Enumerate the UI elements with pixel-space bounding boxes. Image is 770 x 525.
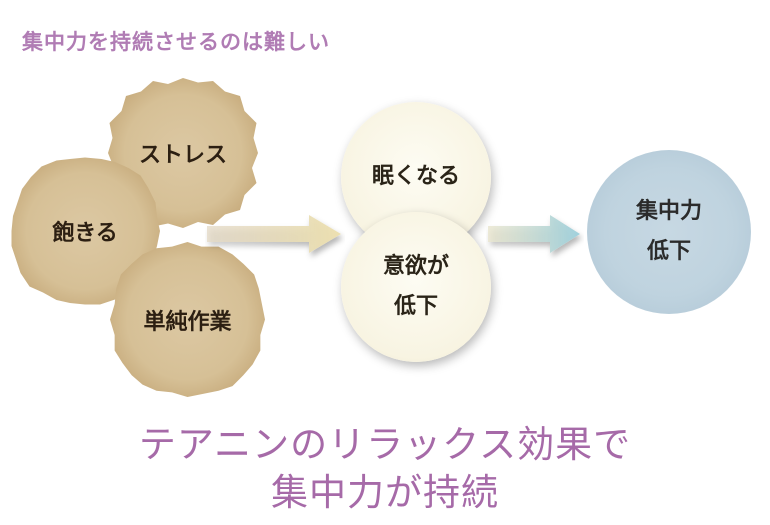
conclusion-line2: 集中力が持続 — [271, 471, 499, 514]
result-circle: 集中力 低下 — [587, 150, 751, 314]
effect-circle-iyoku: 意欲が 低下 — [341, 212, 491, 362]
cause-label-akiru: 飽きる — [52, 221, 118, 246]
conclusion-line1: テアニンのリラックス効果で — [138, 423, 632, 466]
effect-label-nemu: 眠くなる — [371, 164, 460, 190]
cause-label-tanjun: 単純作業 — [143, 309, 232, 335]
page-title: 集中力を持続させるのは難しい — [22, 30, 330, 54]
cause-circle-tanjun: 単純作業 — [110, 242, 265, 397]
cause-label-stress: ストレス — [138, 143, 227, 168]
effect-label-iyoku-line2: 低下 — [393, 294, 438, 319]
arrow-right-icon — [207, 215, 341, 253]
result-label-line1: 集中力 — [635, 199, 702, 225]
effect-label-iyoku-line1: 意欲が — [382, 254, 449, 280]
arrow-right-icon — [488, 215, 580, 253]
result-label-line2: 低下 — [646, 239, 691, 264]
